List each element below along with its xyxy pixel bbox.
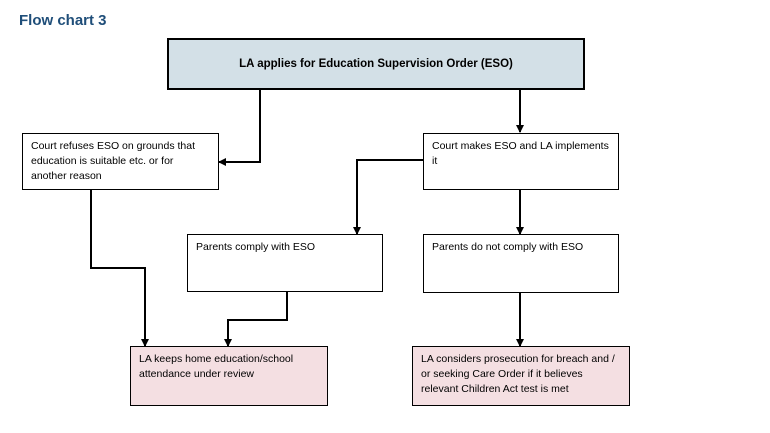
node-label: Court refuses ESO on grounds that educat… [31,140,196,182]
node-label: LA considers prosecution for breach and … [421,353,615,395]
page-title: Flow chart 3 [19,12,107,29]
node-label: LA keeps home education/school attendanc… [139,353,294,380]
node-court-makes-eso: Court makes ESO and LA implements it [423,133,619,190]
node-label: Parents do not comply with ESO [432,241,584,253]
node-label: Parents comply with ESO [196,241,316,253]
arrow-refuses-to-review [90,190,149,347]
node-la-applies-eso: LA applies for Education Supervision Ord… [167,38,585,90]
arrow-comply-to-review [224,292,288,347]
arrow-start-to-refuses [218,90,261,166]
node-la-keeps-under-review: LA keeps home education/school attendanc… [130,346,328,406]
node-parents-not-comply: Parents do not comply with ESO [423,234,619,293]
node-label: LA applies for Education Supervision Ord… [239,57,513,70]
node-court-refuses: Court refuses ESO on grounds that educat… [22,133,219,190]
node-label: Court makes ESO and LA implements it [432,140,609,167]
node-parents-comply: Parents comply with ESO [187,234,383,292]
node-la-considers-prosecution: LA considers prosecution for breach and … [412,346,630,406]
arrow-makes-to-comply [353,159,423,235]
